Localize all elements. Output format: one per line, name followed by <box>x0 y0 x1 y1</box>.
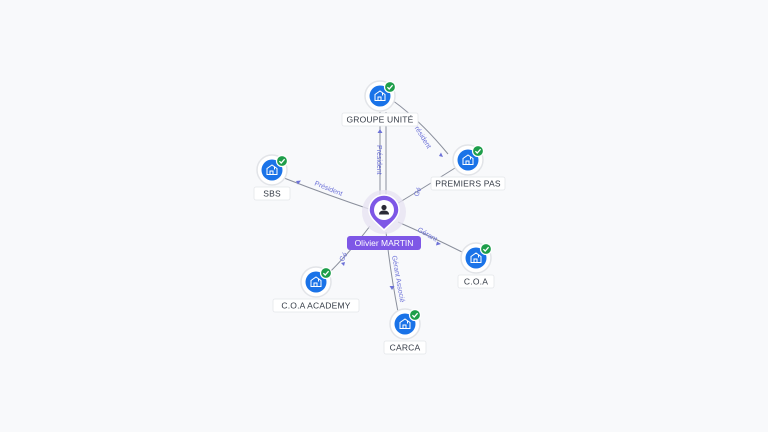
verified-badge-icon <box>383 80 397 94</box>
company-node-coa[interactable]: C.O.A <box>457 242 495 289</box>
edge-label-sbs: Président <box>313 180 343 198</box>
building-icon <box>374 90 386 101</box>
company-label: SBS <box>263 189 281 199</box>
company-label: GROUPE UNITÉ <box>346 115 413 125</box>
building-icon <box>470 252 482 263</box>
company-node-premiers-pas[interactable]: PREMIERS PAS <box>430 144 506 191</box>
arrow-premiers-pas <box>439 152 443 157</box>
company-node-carca[interactable]: CARCA <box>383 308 427 355</box>
person-label-bg <box>347 236 421 250</box>
verified-badge-icon <box>408 308 422 322</box>
company-label: PREMIERS PAS <box>435 179 501 189</box>
arrow-carca <box>389 286 395 290</box>
company-label-bg <box>457 274 495 289</box>
person-node[interactable]: Olivier MARTIN <box>347 190 421 250</box>
company-label-bg <box>383 340 427 355</box>
company-node-coa-academy[interactable]: C.O.A ACADEMY <box>272 266 360 313</box>
company-label-bg <box>430 176 506 191</box>
edge-label-coa-academy: Gé <box>339 251 350 263</box>
verified-badge-icon <box>275 154 289 168</box>
edge-groupe-premiers <box>391 99 449 155</box>
company-node-groupe-unite[interactable]: GROUPE UNITÉ <box>341 80 419 127</box>
edge-label-premiers-pas: Gé <box>413 186 423 197</box>
company-label: C.O.A ACADEMY <box>281 301 350 311</box>
arrow-coa-academy <box>341 262 345 266</box>
edge-coa <box>397 221 463 253</box>
arrow-sbs <box>296 180 301 185</box>
company-label-bg <box>253 186 291 201</box>
edge-coa-academy <box>325 225 371 277</box>
company-node-sbs[interactable]: SBS <box>253 154 291 201</box>
edge-label-groupe-unite: Président <box>375 145 382 175</box>
person-name: Olivier MARTIN <box>355 238 414 248</box>
building-icon <box>462 154 474 165</box>
company-nodes: GROUPE UNITÉ PREMIERS PAS SBS C.O.A C.O.A AC… <box>253 80 506 355</box>
company-label-bg <box>341 112 419 127</box>
building-icon <box>310 276 322 287</box>
person-icon <box>379 204 389 215</box>
verified-badge-icon <box>479 242 493 256</box>
arrow-coa <box>436 241 441 246</box>
arrow-groupe-unite <box>377 129 383 133</box>
edge-arrows <box>296 129 443 290</box>
company-label: C.O.A <box>464 277 488 287</box>
building-icon <box>399 318 411 329</box>
building-icon <box>266 164 278 175</box>
verified-badge-icon <box>319 266 333 280</box>
company-label: CARCA <box>390 343 421 353</box>
verified-badge-icon <box>471 144 485 158</box>
company-label-bg <box>272 298 360 313</box>
